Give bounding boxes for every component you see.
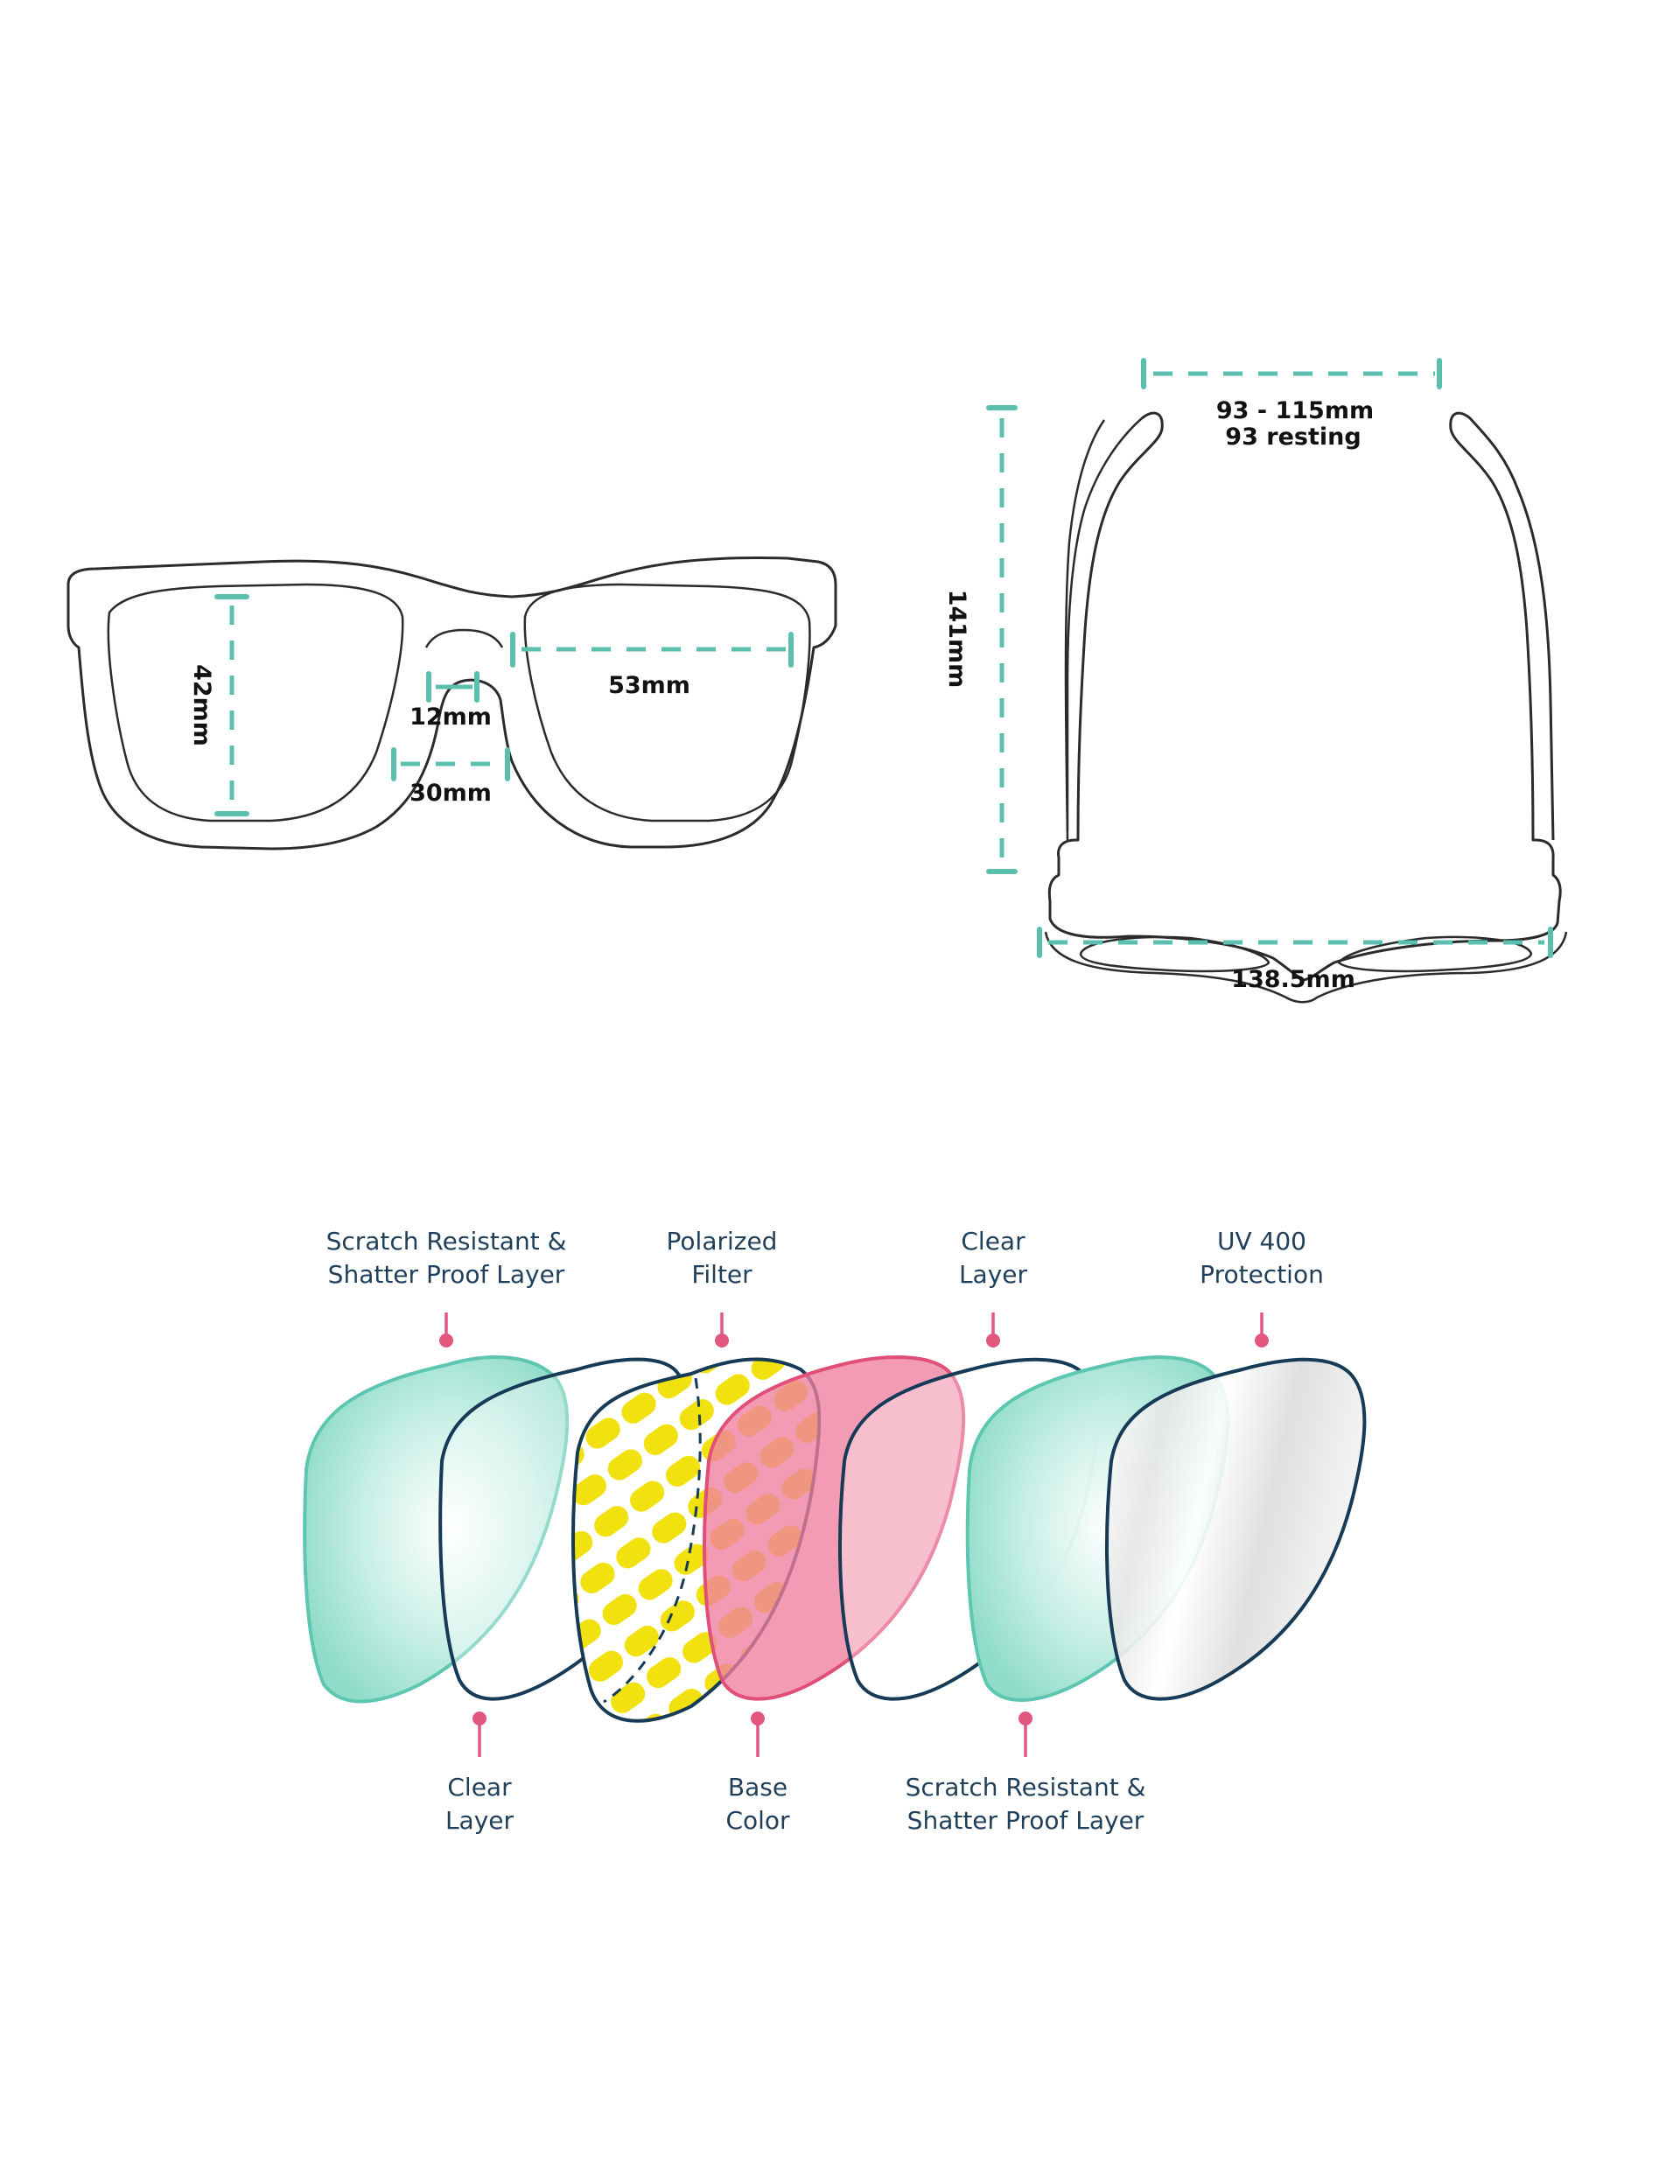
- dim-lens-width-label: 53mm: [608, 672, 690, 699]
- label-polarized-line2: Filter: [691, 1260, 752, 1289]
- label-clear-bottom-line1: Clear: [447, 1773, 512, 1802]
- top-inner-line: [1064, 419, 1106, 841]
- dim-temple-resting-label: 93 resting: [1225, 424, 1361, 451]
- lens-layers-diagram: Scratch Resistant & Shatter Proof Layer …: [303, 1227, 1367, 1835]
- label-polarized-line1: Polarized: [667, 1227, 778, 1256]
- top-front-bar-outline: [1044, 931, 1568, 1004]
- dim-bridge-bottom-label: 30mm: [410, 780, 492, 807]
- front-frame-outline: [66, 556, 837, 850]
- label-clear-top-line2: Layer: [959, 1260, 1028, 1289]
- dim-lens-height-label: 42mm: [188, 664, 215, 746]
- front-right-lens-outline: [523, 583, 811, 822]
- label-clear-bottom-line2: Layer: [445, 1806, 514, 1835]
- callout-dot-uv: [1255, 1334, 1269, 1348]
- label-uv-line1: UV 400: [1217, 1227, 1306, 1256]
- callout-dot-clear-bottom: [472, 1712, 486, 1726]
- label-scratch-bottom-line1: Scratch Resistant &: [906, 1773, 1146, 1802]
- label-uv-line2: Protection: [1200, 1260, 1324, 1289]
- label-clear-top-line1: Clear: [961, 1227, 1026, 1256]
- front-left-lens-outline: [107, 583, 404, 822]
- callout-dot-base-color: [751, 1712, 765, 1726]
- label-scratch-bottom-line2: Shatter Proof Layer: [907, 1806, 1144, 1835]
- dim-frame-width-label: 138.5mm: [1231, 966, 1355, 993]
- top-right-lens-rim: [1337, 935, 1533, 973]
- front-view-glasses: 42mm 12mm 30mm 53mm: [66, 556, 837, 850]
- top-frame-outline: [1047, 411, 1562, 982]
- top-view-glasses: 93 - 115mm 93 resting 141mm 138.5mm: [943, 358, 1568, 1004]
- callout-dot-clear-top: [986, 1334, 1000, 1348]
- top-temple-left-outer: [1066, 417, 1143, 831]
- label-scratch-top-line2: Shatter Proof Layer: [328, 1260, 565, 1289]
- front-nose-bridge-outline: [424, 628, 504, 648]
- top-left-lens-rim: [1079, 935, 1270, 973]
- layer-uv-protection: [1105, 1357, 1367, 1701]
- dim-temple-length-label: 141mm: [943, 590, 970, 689]
- top-callouts: [439, 1312, 1269, 1348]
- bottom-callouts: [472, 1712, 1032, 1757]
- layer-scratch-resistant-front: [303, 1355, 570, 1704]
- callout-dot-scratch-top: [439, 1334, 453, 1348]
- dim-temple-spread-label: 93 - 115mm: [1216, 397, 1374, 424]
- dim-bridge-label: 12mm: [410, 704, 492, 731]
- callout-dot-polarized: [715, 1334, 729, 1348]
- label-base-color-line1: Base: [728, 1773, 788, 1802]
- label-base-color-line2: Color: [725, 1806, 790, 1835]
- callout-dot-scratch-bottom: [1018, 1712, 1032, 1726]
- label-scratch-top-line1: Scratch Resistant &: [326, 1227, 567, 1256]
- layer-base-color: [703, 1355, 966, 1701]
